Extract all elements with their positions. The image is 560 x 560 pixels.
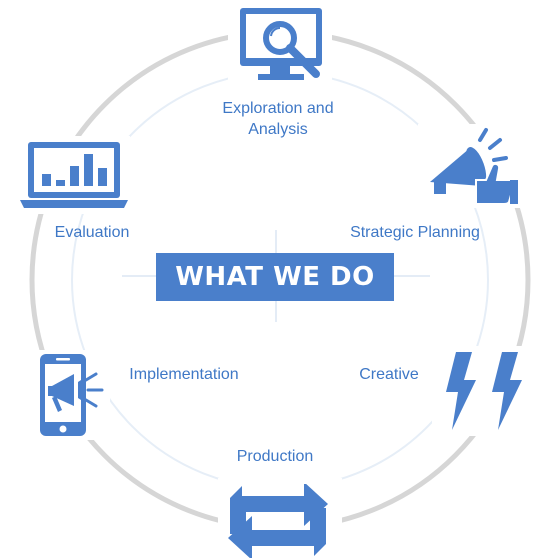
center-title-box: WHAT WE DO [156,253,394,301]
lightning-bolts-icon [446,352,522,430]
megaphone-thumbs-up-icon [430,128,518,205]
step-label-strategic-planning: Strategic Planning [350,224,480,241]
step-label-creative: Creative [359,366,419,383]
phone-megaphone-icon [40,354,104,436]
refresh-arrows-icon [228,484,328,558]
step-label-evaluation: Evaluation [54,224,130,241]
center-title: WHAT WE DO [175,262,375,292]
monitor-magnifier-icon [240,8,322,80]
step-label-implementation: Implementation [129,366,239,383]
laptop-bar-chart-icon [20,142,128,208]
step-label-production: Production [236,448,314,465]
step-label-exploration-and-analysis: Exploration and Analysis [222,100,334,138]
